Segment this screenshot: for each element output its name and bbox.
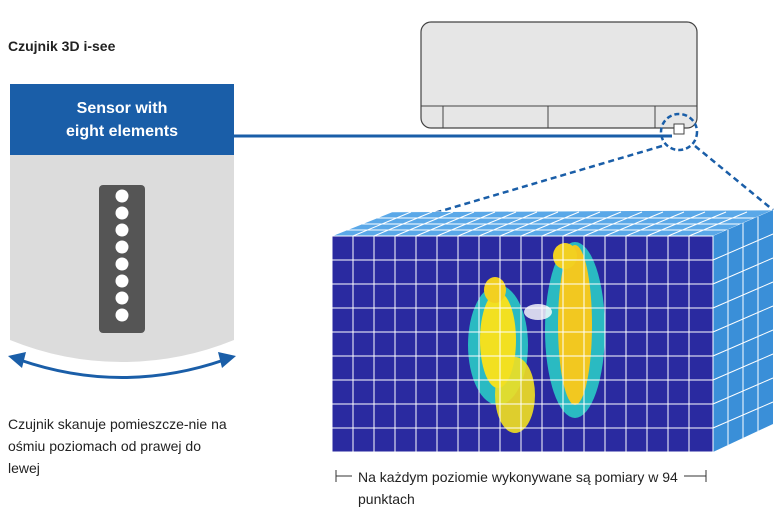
dimension-line <box>335 470 707 482</box>
sensor-label-line1: Sensor with <box>76 99 168 117</box>
grid-side-lines <box>712 217 774 445</box>
ac-unit <box>420 21 698 135</box>
scan-arrow-left-head <box>8 352 26 368</box>
grid-front-lines <box>331 235 714 453</box>
zoom-circle <box>659 112 699 152</box>
scan-arrow <box>19 358 225 379</box>
zoom-line-left <box>423 144 663 218</box>
scan-arrow-right-head <box>218 352 236 368</box>
sensor-elements <box>115 189 129 322</box>
caption-left: Czujnik skanuje pomieszcze-nie na ośmiu … <box>8 416 227 476</box>
zoom-line-right <box>694 145 774 211</box>
sensor-label: Sensor with eight elements <box>10 84 234 155</box>
grid-top-lines <box>347 211 758 237</box>
page-title: Czujnik 3D i-see <box>8 38 116 54</box>
sensor-label-line2: eight elements <box>65 122 179 140</box>
caption-bottom: Na każdym poziomie wykonywane są pomiary… <box>358 469 678 507</box>
